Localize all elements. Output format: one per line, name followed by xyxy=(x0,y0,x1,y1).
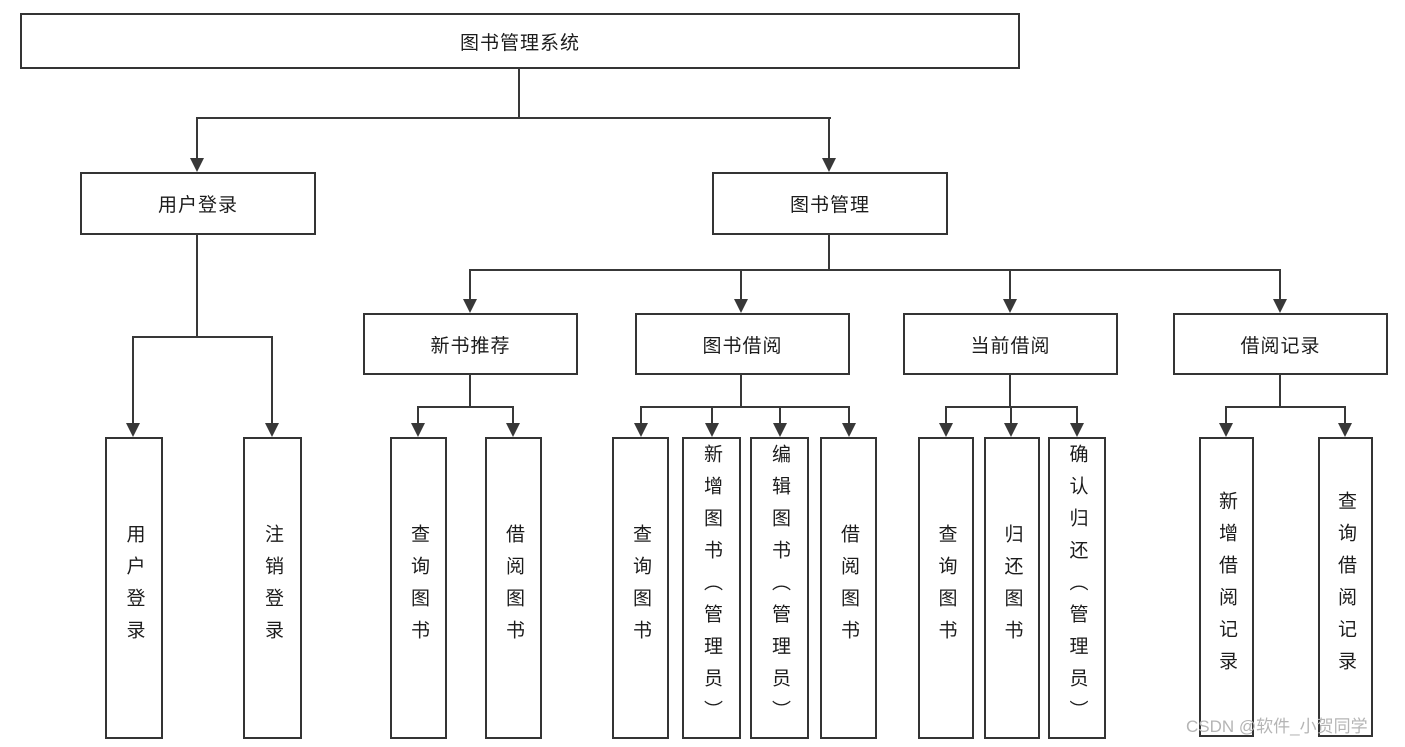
node-label: 查询图书 xyxy=(408,524,429,652)
connector-line xyxy=(1010,406,1013,425)
node-user-login: 用户登录 xyxy=(105,437,163,739)
node-label: 当前借阅 xyxy=(970,335,1051,357)
node-label: 图书借阅 xyxy=(702,335,783,357)
connector-line xyxy=(640,406,643,425)
arrow-down-icon xyxy=(1338,423,1352,437)
node-label: 用户登录 xyxy=(157,195,238,216)
connector-line xyxy=(945,406,948,425)
connector-line xyxy=(640,406,850,409)
connector-line xyxy=(518,68,521,118)
connector-line xyxy=(1279,269,1282,302)
node-logout: 注销登录 xyxy=(243,437,302,739)
connector-line xyxy=(469,269,1281,272)
connector-line xyxy=(1279,374,1282,408)
arrow-down-icon xyxy=(842,423,856,437)
connector-line xyxy=(1225,406,1346,409)
connector-line xyxy=(1009,269,1012,302)
arrow-down-icon xyxy=(939,423,953,437)
connector-line xyxy=(848,406,851,425)
arrow-down-icon xyxy=(705,423,719,437)
node-label: 图书管理系统 xyxy=(459,32,580,54)
connector-line xyxy=(711,406,714,425)
node-bb-borrow-books: 借阅图书 xyxy=(820,437,877,739)
node-label: 新增图书（管理员） xyxy=(701,444,722,732)
connector-line xyxy=(779,406,782,425)
node-label: 查询借阅记录 xyxy=(1335,491,1356,683)
node-label: 查询图书 xyxy=(630,524,651,652)
node-user-login-group: 用户登录 xyxy=(80,172,316,235)
node-current-borrowing: 当前借阅 xyxy=(903,313,1118,375)
node-br-add-record: 新增借阅记录 xyxy=(1199,437,1254,737)
node-label: 借阅图书 xyxy=(503,524,524,652)
node-label: 确认归还（管理员） xyxy=(1066,444,1088,732)
connector-line xyxy=(469,374,472,408)
connector-line xyxy=(740,269,743,302)
node-cb-query-books: 查询图书 xyxy=(918,437,974,739)
connector-line xyxy=(512,406,515,425)
connector-line xyxy=(828,117,831,162)
node-bb-edit-books-admin: 编辑图书（管理员） xyxy=(750,437,809,739)
node-library-management-system: 图书管理系统 xyxy=(20,13,1020,69)
arrow-down-icon xyxy=(411,423,425,437)
node-label: 新书推荐 xyxy=(430,335,511,357)
node-book-management-group: 图书管理 xyxy=(712,172,948,235)
arrow-down-icon xyxy=(126,423,140,437)
node-label: 归还图书 xyxy=(1001,524,1023,652)
node-label: 编辑图书（管理员） xyxy=(769,444,790,732)
connector-line xyxy=(132,336,135,425)
arrow-down-icon xyxy=(190,158,204,172)
arrow-down-icon xyxy=(506,423,520,437)
node-rec-borrow-books: 借阅图书 xyxy=(485,437,542,739)
node-label: 借阅图书 xyxy=(838,524,859,652)
node-label: 注销登录 xyxy=(262,524,283,652)
arrow-down-icon xyxy=(1273,299,1287,313)
connector-line xyxy=(271,336,274,425)
connector-line xyxy=(1344,406,1347,425)
node-book-borrowing: 图书借阅 xyxy=(635,313,850,375)
connector-line xyxy=(740,374,743,408)
arrow-down-icon xyxy=(1219,423,1233,437)
arrow-down-icon xyxy=(1004,423,1018,437)
connector-line xyxy=(828,234,831,270)
connector-line xyxy=(1009,374,1012,408)
arrow-down-icon xyxy=(822,158,836,172)
connector-line xyxy=(196,117,831,120)
node-br-query-record: 查询借阅记录 xyxy=(1318,437,1373,737)
connector-line xyxy=(1076,406,1079,425)
connector-line xyxy=(196,234,199,337)
arrow-down-icon xyxy=(773,423,787,437)
arrow-down-icon xyxy=(1070,423,1084,437)
arrow-down-icon xyxy=(634,423,648,437)
arrow-down-icon xyxy=(1003,299,1017,313)
node-new-book-recommendation: 新书推荐 xyxy=(363,313,578,375)
node-label: 图书管理 xyxy=(789,195,870,216)
arrow-down-icon xyxy=(463,299,477,313)
node-rec-query-books: 查询图书 xyxy=(390,437,447,739)
node-label: 新增借阅记录 xyxy=(1216,491,1237,683)
arrow-down-icon xyxy=(734,299,748,313)
connector-line xyxy=(196,117,199,162)
node-label: 用户登录 xyxy=(123,524,145,652)
connector-line xyxy=(1225,406,1228,425)
arrow-down-icon xyxy=(265,423,279,437)
connector-line xyxy=(132,336,273,339)
node-bb-add-books-admin: 新增图书（管理员） xyxy=(682,437,741,739)
csdn-watermark: CSDN @软件_小贺同学 xyxy=(1186,717,1368,736)
node-bb-query-books: 查询图书 xyxy=(612,437,669,739)
node-label: 查询图书 xyxy=(935,524,957,652)
node-cb-return-books: 归还图书 xyxy=(984,437,1040,739)
node-label: 借阅记录 xyxy=(1240,335,1321,357)
connector-line xyxy=(417,406,420,425)
connector-line xyxy=(417,406,514,409)
node-cb-confirm-return-admin: 确认归还（管理员） xyxy=(1048,437,1106,739)
node-borrowing-records: 借阅记录 xyxy=(1173,313,1388,375)
connector-line xyxy=(469,269,472,302)
